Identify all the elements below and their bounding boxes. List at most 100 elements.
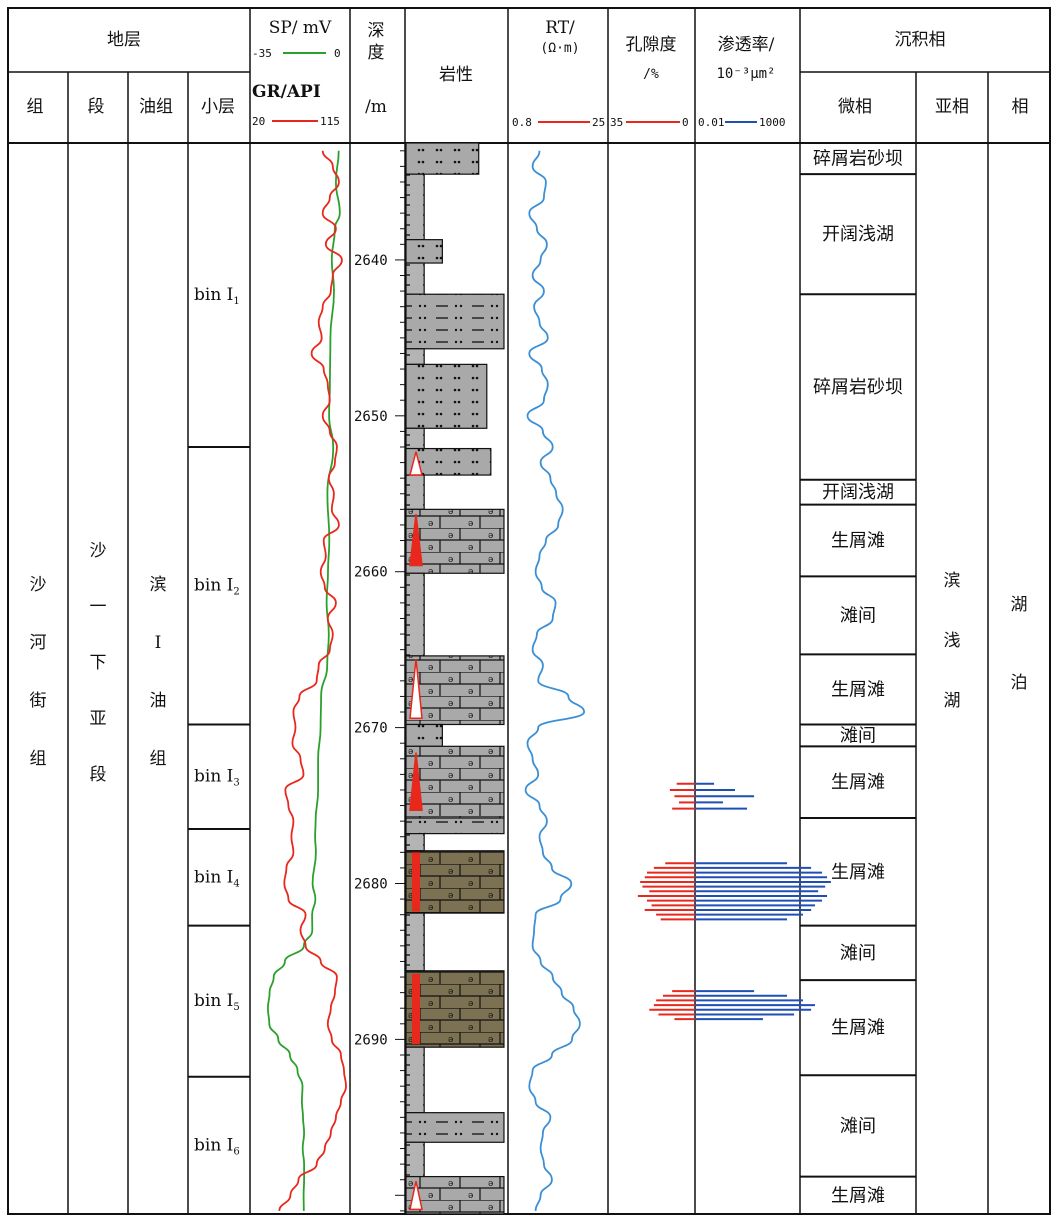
sp-title: SP/ mV [269,18,332,38]
depth-tick-label: 2640 [354,253,388,269]
lithology-column [405,142,505,1215]
lithology-layer [405,427,425,450]
lithology-layer [405,1046,425,1114]
microfacies-label: 开阔浅湖 [822,482,894,503]
lithology-layer [405,474,425,510]
sublayer-label: bin Ⅰ4 [194,867,240,889]
microfacies-label: 碎屑岩砂坝 [813,149,903,170]
group-header: 组 [27,97,44,117]
lithology-layer [405,293,505,350]
gr-min-label: 20 [252,115,265,128]
lithology-layer [405,1112,505,1143]
microfacies-label: 滩间 [840,725,876,746]
sublayer-label: bin Ⅰ3 [194,767,240,789]
member-name-char: 下 [90,653,107,673]
lithology-layer [405,173,425,241]
depth-unit: /m [365,97,387,117]
member-name-char: 亚 [90,709,107,729]
gr-max-label: 115 [320,115,340,128]
oil-group-name-char: 滨 [150,575,167,595]
microfacies-label: 滩间 [840,943,876,964]
open-triangle-marker [409,451,423,476]
rt-curve [524,150,586,1211]
outer-frame [7,7,1051,1215]
member-name-char: 段 [90,765,107,785]
sublayer-label: bin Ⅰ5 [194,991,240,1013]
filled-triangle-marker [409,513,423,567]
group-name-char: 河 [30,633,47,653]
lithology-layer [405,363,488,429]
facies-header: 相 [1012,97,1029,117]
depth-tick-label: 2680 [354,877,388,893]
depth-tick-label: 2650 [354,409,388,425]
porosity-min-label: 35 [610,116,623,129]
microfacies-label: 生屑滩 [831,531,885,552]
microfacies-label: 生屑滩 [831,862,885,883]
oil-group-name-char: 组 [150,749,167,769]
filled-triangle-marker [409,752,423,811]
group-name-char: 街 [30,691,47,711]
sp-max-label: 0 [334,47,341,60]
open-triangle-marker [409,658,423,720]
subfacies-char: 滨 [944,571,961,591]
facies-char: 泊 [1011,673,1028,693]
rt-title: RT/ [545,18,575,38]
group-name-char: 组 [30,749,47,769]
lithology-layer [405,572,425,657]
lithology-layer [405,1141,425,1178]
microfacies-label: 生屑滩 [831,1185,885,1206]
oil-bearing-bar [412,852,420,912]
sublayer-label: bin Ⅰ1 [194,285,240,307]
lithology-layer [405,262,425,295]
permeability-min-label: 0.01 [698,116,725,129]
oil-group-name-char: 油 [150,691,167,711]
depth-tick-label: 2670 [354,721,388,737]
microfacies-label: 生屑滩 [831,679,885,700]
microfacies-label: 滩间 [840,605,876,626]
porosity-unit: /% [643,67,659,82]
lithology-layer [405,912,425,972]
subfacies-char: 浅 [944,631,961,651]
depth-tick-label: 2690 [354,1032,388,1048]
subfacies-header: 亚相 [935,97,969,117]
depth-header-char: 深 [368,21,385,41]
lithology-layer [405,817,505,835]
subfacies-char: 湖 [944,691,961,711]
strata-header: 地层 [107,30,141,50]
microfacies-header: 微相 [838,97,872,117]
sublayer-header: 小层 [201,97,235,117]
open-triangle-marker [409,1181,423,1211]
sublayer-label: bin Ⅰ6 [194,1135,240,1157]
permeability-unit: 10⁻³μm² [716,66,775,82]
lithology-layer [405,723,443,747]
lithology-layer [405,970,505,1048]
lithology-layer [405,833,425,852]
sp-curve [266,150,341,1211]
sublayer-label: bin Ⅰ2 [194,576,240,598]
microfacies-label: 滩间 [840,1116,876,1137]
sp-min-label: -35 [252,47,272,60]
facies-char: 湖 [1011,595,1028,615]
depth-header-char: 度 [368,43,385,63]
lithology-layer [405,850,505,914]
member-name-char: 沙 [90,541,107,561]
microfacies-label: 生屑滩 [831,1018,885,1039]
rt-max-label: 25 [592,116,605,129]
porosity-title: 孔隙度 [626,35,677,55]
member-name-char: 一 [90,597,107,617]
porosity-max-label: 0 [682,116,689,129]
gr-title: GR/API [252,82,321,102]
sedimentary-facies-header: 沉积相 [895,30,946,50]
oil-bearing-bar [412,973,420,1045]
body-labels: bin Ⅰ1 bin Ⅰ2 bin Ⅰ3 bin Ⅰ4 bin Ⅰ5 bin Ⅰ6 沙河街组… [30,149,1028,1207]
member-header: 段 [88,97,105,117]
group-name-char: 沙 [30,575,47,595]
lithology-layer [405,348,425,365]
lithology-header: 岩性 [439,65,473,85]
rt-min-label: 0.8 [512,116,532,129]
permeability-max-label: 1000 [759,116,786,129]
gr-curve [278,150,347,1212]
